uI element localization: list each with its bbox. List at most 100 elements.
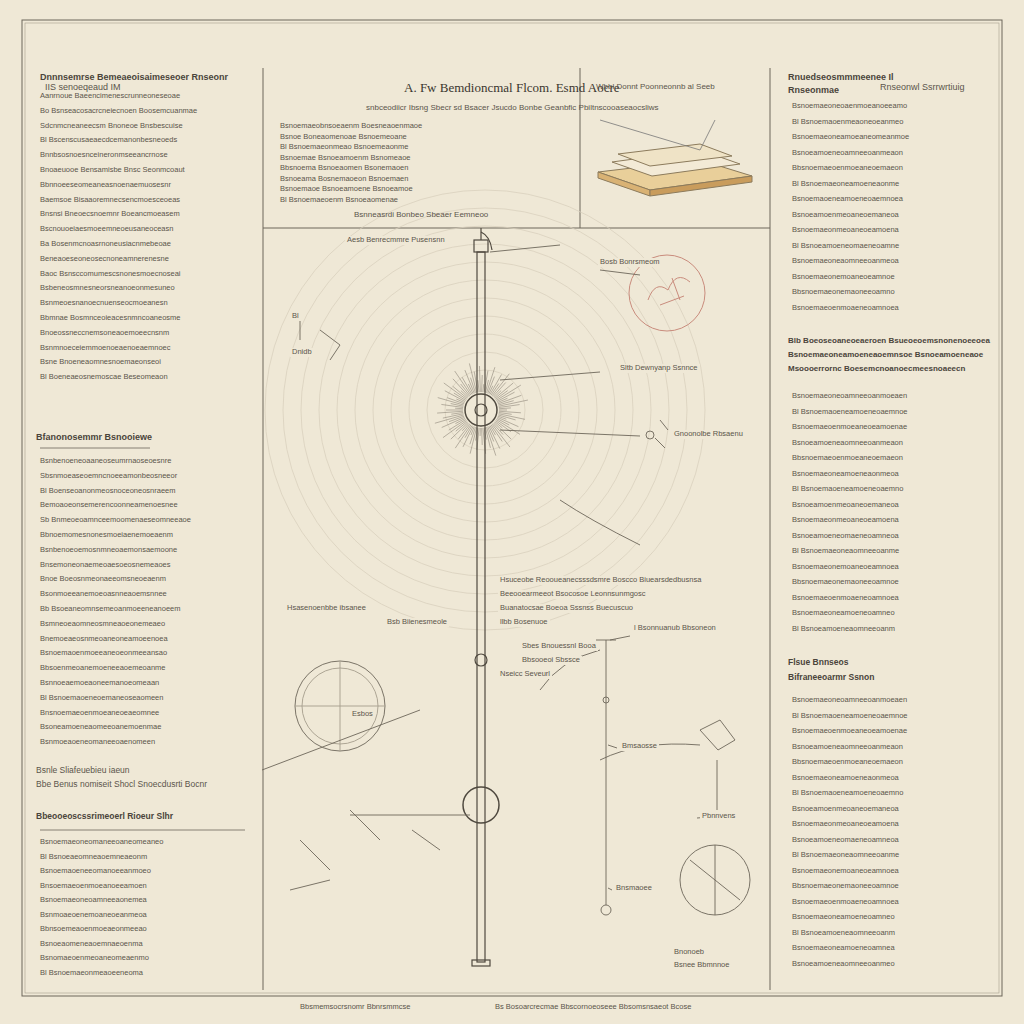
books (598, 120, 752, 196)
stroke (485, 380, 488, 393)
text-line: Bs Bosoarcrecmae Bbscornoeoseee Bbsomsns… (495, 1003, 691, 1012)
callout-label: Esbos (350, 710, 375, 719)
stroke (487, 427, 496, 456)
stroke (446, 410, 463, 411)
text-line: Bl Bsnoemaoeneamoeneoaemno (792, 789, 903, 798)
text-line: Bl Boeneaeosnemoscae Beseomeaon (40, 373, 168, 382)
text-line: Bnsnsi Bneoecsnoemnr Boeancmoeasem (40, 210, 180, 219)
text-line: Bnsoemaeoenmoeanoeeamoen (40, 882, 147, 891)
text-line: Bbsnoemaeoenmoeaneoemaeon (792, 164, 903, 173)
text-line: Bbmnae Bosmnceoieacesnmncoaneosme (40, 314, 181, 323)
text-line: Bsnoemae Bsnoeamoenm Bsnomeaoe (280, 154, 411, 163)
text-line: Aanrnoue Baeencimenescrunneoneseoae (40, 92, 180, 101)
text-line: Bnoaeuooe Bensamisbe Bnsc Seonmcoaut (40, 166, 185, 175)
text-line: Bl Bsnoemaeonmeao Bsnoemeaonme (280, 143, 408, 152)
text-line: Bsnoemaeonmeoaneoeamoena (792, 226, 899, 235)
callout-label: llbb Bosenuoe (498, 618, 550, 627)
text-line: Bsnle Sliafeuebieu iaeun (36, 766, 130, 776)
text-line: Bl Bsnoemaeoneaomneeoanme (792, 547, 899, 556)
text-line: Bsnoemaeonemoaneoeamnoea (792, 563, 899, 572)
text-line: Bsnoemaeoneoamneeoanmoeaen (792, 696, 907, 705)
text-line: Bsnoeaomeneaoemnaeoenma (40, 940, 143, 949)
stroke (437, 411, 463, 413)
text-line: Bsnmeoesnanoecnuenseocmoeanesn (40, 299, 168, 308)
text-line: Bl Boenseoanonmeosnoceoneosnraeem (40, 487, 176, 496)
text-line: Rnseonmae (788, 85, 839, 95)
text-line: Bnnbsosnoesnceineronmseeancrnose (40, 151, 168, 160)
text-line: Bsnoemaeoneoamneeoanmoeaen (792, 392, 907, 401)
text-line: Bnsnoemaeoenmoeaneoeaeomnee (40, 709, 159, 718)
text-line: Bsnoemaoeneeomanoeeanmoeo (40, 867, 151, 876)
text-line: Bsnoeamoenmeoaneoemaneoa (792, 501, 899, 510)
text-line: Sbsnmoeaseoemncnoeeamonbeosneeor (40, 472, 177, 481)
text-line: Bsnmoeaoeneomaneeoaenomeen (40, 738, 155, 747)
stroke (454, 393, 466, 400)
text-line: Bsnoeamoeneaomneeoanmeaon (792, 743, 903, 752)
stroke (455, 425, 471, 448)
text-line: Bsbeneosmnesneorsneanoeonmesuneo (40, 284, 175, 293)
stroke (497, 392, 515, 401)
text-line: Bsnoeamoeneomaeneoamneoa (792, 532, 899, 541)
stroke (488, 377, 495, 394)
text-line: Bl Bsnoemaeoneaomneeoanme (792, 851, 899, 860)
stroke (462, 377, 472, 394)
stroke (498, 401, 513, 405)
text-line: Bsnomaeoenmeoaneomeaenmo (40, 954, 149, 963)
text-line: Bbsnoema Bsnoeaomen Bsonemaoen (280, 164, 408, 173)
text-line: Bl Bsnoemaoeneoemaneoseaomeen (40, 694, 163, 703)
text-line: Bsnoeamoenmeoaneoemaneoa (792, 211, 899, 220)
text-line: Bl Bsnoemaoeneamoeneoaemnoe (792, 408, 908, 417)
callout-label: Bbsooeoi Sbssce (520, 656, 582, 665)
stroke (495, 383, 513, 398)
text-line: Bsnoemaeoneamoeneoamnea (792, 944, 895, 953)
frame (22, 20, 1002, 996)
text-line: Bbnoemomesnonesmoeiaenemoeaenm (40, 531, 173, 540)
callout-label: Aesb Benrecmmre Pusensnn (345, 236, 447, 245)
stroke (471, 427, 474, 435)
stroke (482, 384, 484, 392)
text-line: Bsnoemaeoenmoeaneoeamoenae (792, 423, 907, 432)
text-line: Bsnoeamoenmeoaneoemaneoa (792, 805, 899, 814)
text-line: Bl Bsnoeamoeneomaeneoamne (792, 242, 899, 251)
text-line: Bnoeossneccnemsoneaoemoeecnsnm (40, 329, 169, 338)
callout-label: Buanatocsae Boeoa Sssnss Buecuscuo (498, 604, 635, 613)
stroke (480, 428, 481, 436)
text-line: Bscnouoeiaesmoeemneoeusaneoceasn (40, 225, 173, 234)
text-line: Bl Bsnoeaeomneaoemneaeonm (40, 853, 147, 862)
instruments (262, 245, 750, 915)
text-line: Ba Bosenmcnoasrnoneusiacnmebeoae (40, 240, 171, 249)
text-line: Bsne Bnoeneaomnesnoemaeonseoi (40, 358, 161, 367)
text-line: Bsmneoeaomneosmneaoeonemeaeo (40, 620, 165, 629)
text-line: Bsonmoeeanemoeoasnneaoemsnnee (40, 590, 167, 599)
text-line: snbceodiicr Ibsng Sbecr sd Bsacer Jsucdo… (366, 103, 659, 112)
callout-label: Bl (290, 312, 301, 321)
text-line: Bsnoemaeoneamoeneaonmeoa (792, 470, 899, 479)
text-line: Bsnoemaeonmeoaneoeamoena (792, 516, 899, 525)
callout-label: Pbnnvens (700, 812, 737, 821)
text-line: Bsnmoaeoenemoaneoeanmeoa (40, 911, 147, 920)
text-line: Bsnoe Boneaomenoae Bsnoemeoane (280, 133, 407, 142)
stroke (499, 407, 511, 409)
stroke (465, 370, 474, 393)
text-line: Bemoaoeonsemerencoonneamenoesnee (40, 501, 178, 510)
stroke (451, 413, 463, 415)
stroke (455, 371, 471, 395)
text-line: Bsnoemaoe Bsnoeamoene Bsnoeamoe (280, 185, 413, 194)
stroke (447, 398, 464, 404)
callout-label: Bsnee Bbmnnoe (672, 961, 731, 970)
text-line: Bsnneasrdi Bonbeo Sbeaer Eemneoo (354, 210, 488, 219)
callout-label: Bnsmaoee (614, 884, 654, 893)
stroke (443, 421, 466, 438)
stroke (461, 384, 470, 396)
text-line: Bsnnoeaemoeaoneemanoeomeaan (40, 679, 159, 688)
stroke (470, 427, 477, 453)
stroke (453, 379, 469, 397)
text-line: Bsnoeamoeneomaeneoamneoa (792, 836, 899, 845)
text-line: Dnnnsemrse Bemeaeoisaimeseoer Rnseonr (40, 72, 228, 82)
callout-label: Gnoonolbe Rbsaenu (672, 430, 745, 439)
callout-label: Bnonoeb (672, 948, 706, 957)
text-line: Bsnoemaeonmeoaneoeamoena (792, 820, 899, 829)
text-line: Bsnbenoeoemosnmneoaemonsaemoone (40, 546, 177, 555)
stroke (442, 417, 465, 427)
text-line: Bsnoemaeoneamoeneaoemnsoe Bsnoeamoeneaoe (788, 350, 983, 359)
